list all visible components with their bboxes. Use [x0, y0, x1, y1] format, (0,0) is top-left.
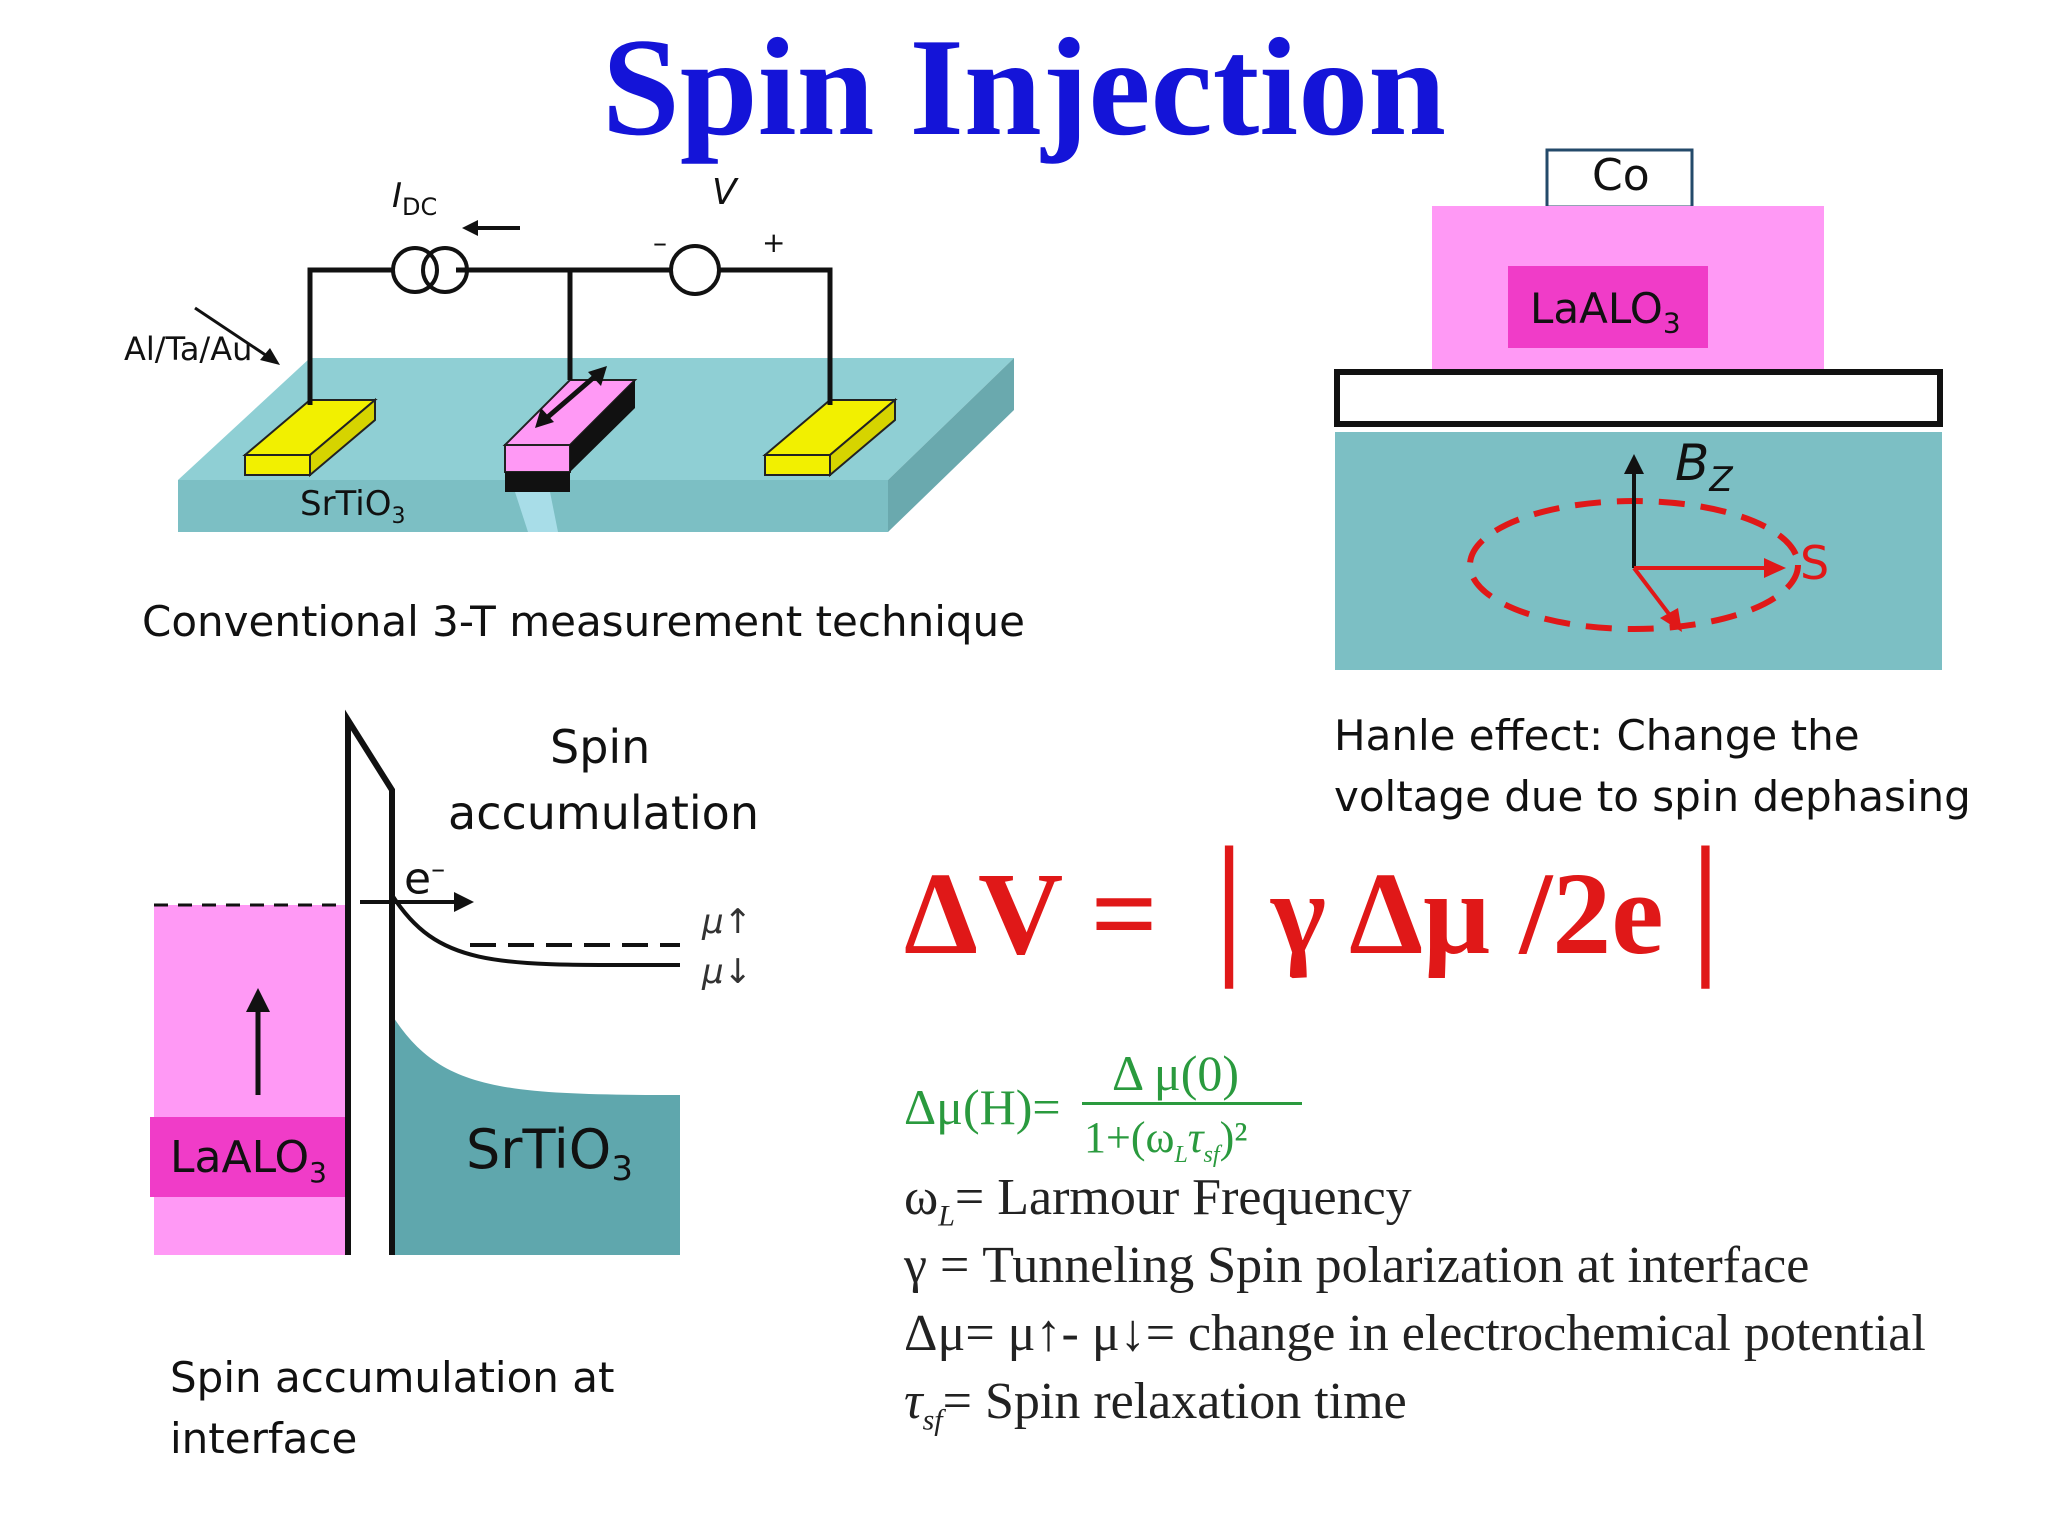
idc-label: IDC: [392, 176, 438, 221]
three-terminal-diagram: [178, 220, 1014, 532]
current-arrow-icon: [462, 220, 478, 236]
circuit-wire: [307, 267, 410, 405]
spin-arrow-icon: [1764, 558, 1786, 578]
s-label: S: [1800, 536, 1830, 590]
plus-label: +: [762, 226, 786, 259]
def-delta-mu: Δμ= μ↑- μ↓= change in electrochemical po…: [904, 1305, 1926, 1362]
hanle-laalo3-label: LaALO3: [1530, 284, 1681, 340]
mu-h-denominator: 1+(ωLτsf)²: [1084, 1113, 1248, 1168]
band-diagram: [150, 709, 681, 1255]
accum-srtio3-label: SrTiO3: [466, 1118, 633, 1189]
def-gamma: γ = Tunneling Spin polarization at inter…: [904, 1237, 1810, 1294]
v-label: V: [712, 172, 737, 213]
srtio3-region: [392, 1015, 680, 1255]
mu-h-numerator: Δ μ(0): [1112, 1045, 1240, 1101]
contact-label: Al/Ta/Au: [124, 330, 253, 368]
def-omega: ωL= Larmour Frequency: [904, 1169, 1412, 1233]
co-electrode: [1545, 148, 1694, 209]
co-label: Co: [1592, 150, 1650, 201]
accum-laalo3-label: LaALO3: [170, 1132, 327, 1189]
laalo3-tag-left: [150, 1117, 350, 1197]
pointer-arrow-icon: [260, 348, 280, 365]
def-tau: τsf= Spin relaxation time: [904, 1373, 1407, 1437]
electron-label: e–: [404, 852, 446, 905]
substrate-label: SrTiO3: [300, 484, 406, 529]
electron-arrow-icon: [454, 892, 474, 912]
caption-hanle: Hanle effect: Change the voltage due to …: [1334, 711, 1971, 821]
mu-up-label: μ↑: [702, 902, 753, 942]
caption-3t: Conventional 3-T measurement technique: [142, 597, 1025, 646]
laalo3-region: [154, 905, 346, 1255]
page-title: Spin Injection: [601, 10, 1447, 165]
mu-h-lhs: Δμ(H)=: [904, 1079, 1061, 1135]
magnetization-arrow-icon: [588, 366, 607, 386]
srtio3-substrate-side: [888, 358, 1014, 532]
accumulation-label: accumulation: [448, 786, 759, 840]
delta-v-equation: ΔV = │γ Δμ /2e│: [904, 848, 1748, 979]
caption-accum: Spin accumulation at interface: [170, 1353, 615, 1463]
spin-label: Spin: [550, 720, 651, 774]
fraction-bar: [1082, 1102, 1302, 1105]
mu-down-label: μ↓: [702, 952, 753, 992]
tunnel-barrier: [345, 709, 395, 1255]
voltmeter-icon: [669, 244, 721, 296]
spin-up-arrow-icon: [246, 988, 270, 1012]
hanle-diagram: [1334, 148, 1943, 670]
laalo3-tag: [1508, 266, 1708, 348]
minus-label: –: [653, 226, 667, 259]
interface-layer: [1334, 369, 1943, 427]
bz-label: BZ: [1675, 434, 1733, 500]
bz-arrow-icon: [1624, 454, 1644, 474]
